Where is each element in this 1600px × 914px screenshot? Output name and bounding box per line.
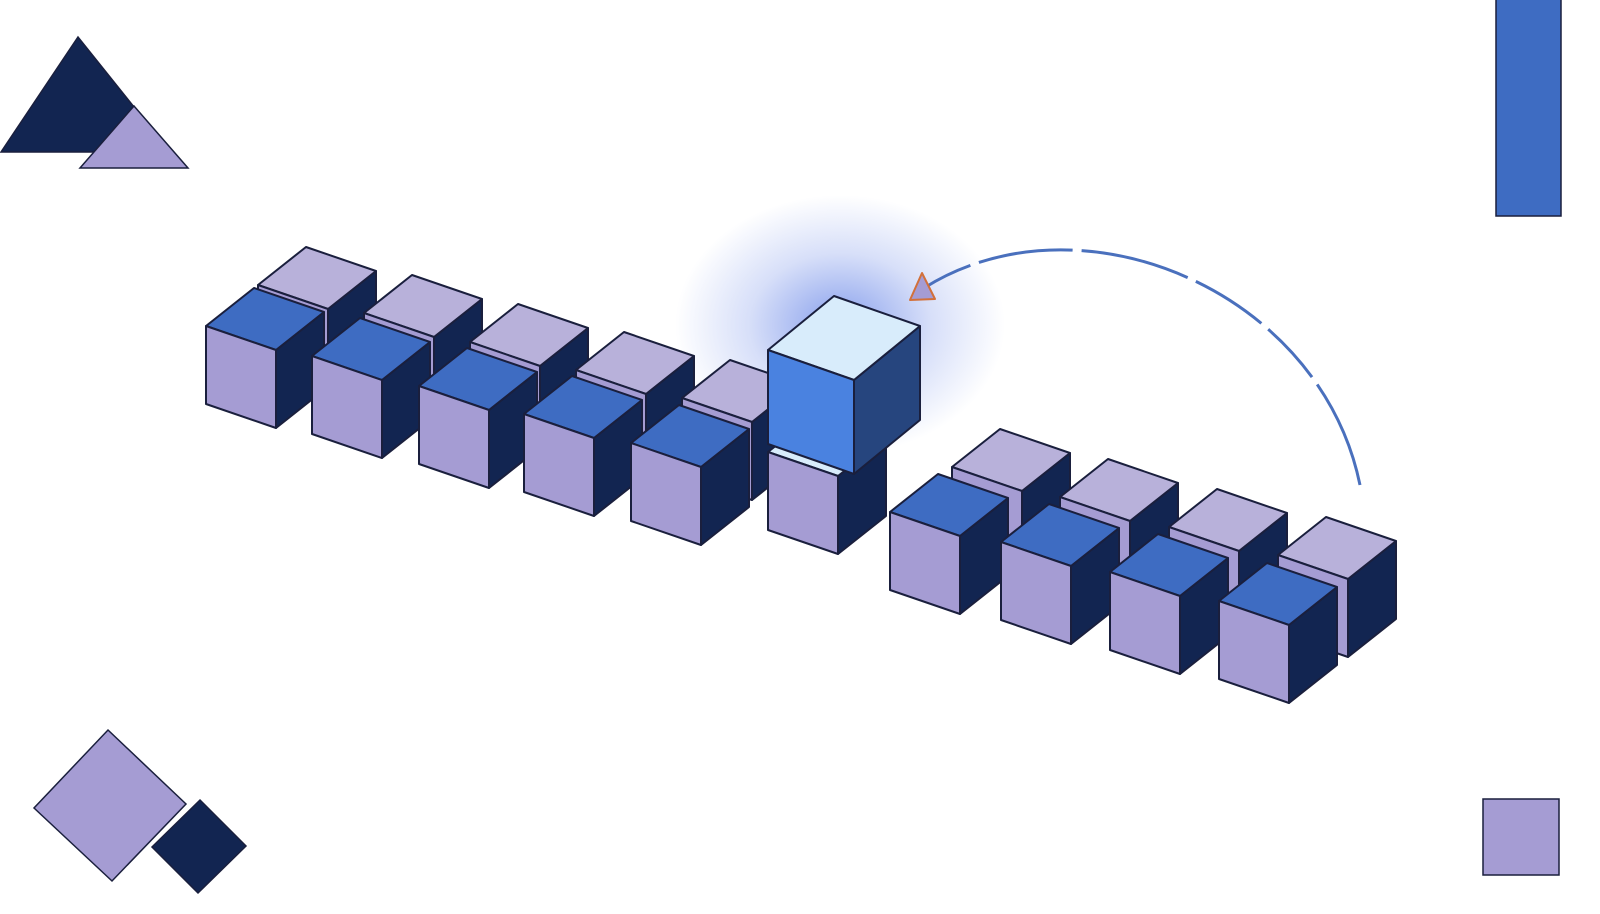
front-block-5 [630,404,750,546]
front-block-8-front-face [1000,541,1072,645]
front-block-10 [1218,562,1338,704]
move-arrow [909,248,1362,486]
front-block-10-front-face [1218,600,1290,704]
lifted-block-front-face [767,349,855,475]
front-block-4-front-face [523,413,595,517]
front-block-2-front-face [311,355,383,459]
front-block-9-front-face [1109,571,1181,675]
front-block-7-front-face [889,511,961,615]
diamonds-icon [32,728,248,895]
front-block-1-front-face [205,325,277,429]
front-block-6-base-front-face [767,451,839,555]
arrow-head-icon [909,272,936,301]
front-block-3-front-face [418,385,490,489]
lifted-block [767,295,921,475]
decor-lavender-diamond [32,728,188,883]
front-block-5-front-face [630,442,702,546]
front-row-blocks [205,287,1338,704]
front-block-2 [311,317,431,459]
vertical-bar-icon [1495,0,1562,217]
square-icon [1482,798,1560,876]
front-block-7 [889,473,1009,615]
arrow-arc [923,248,1362,486]
front-block-1 [205,287,325,429]
triangles-icon [0,35,190,169]
decor-lavender-triangle [78,104,190,169]
front-block-4 [523,375,643,517]
decor-navy-diamond [150,798,248,895]
front-block-9 [1109,533,1229,675]
front-block-8 [1000,503,1120,645]
decor-blue-bar [1495,0,1562,217]
decor-lavender-square [1482,798,1560,876]
